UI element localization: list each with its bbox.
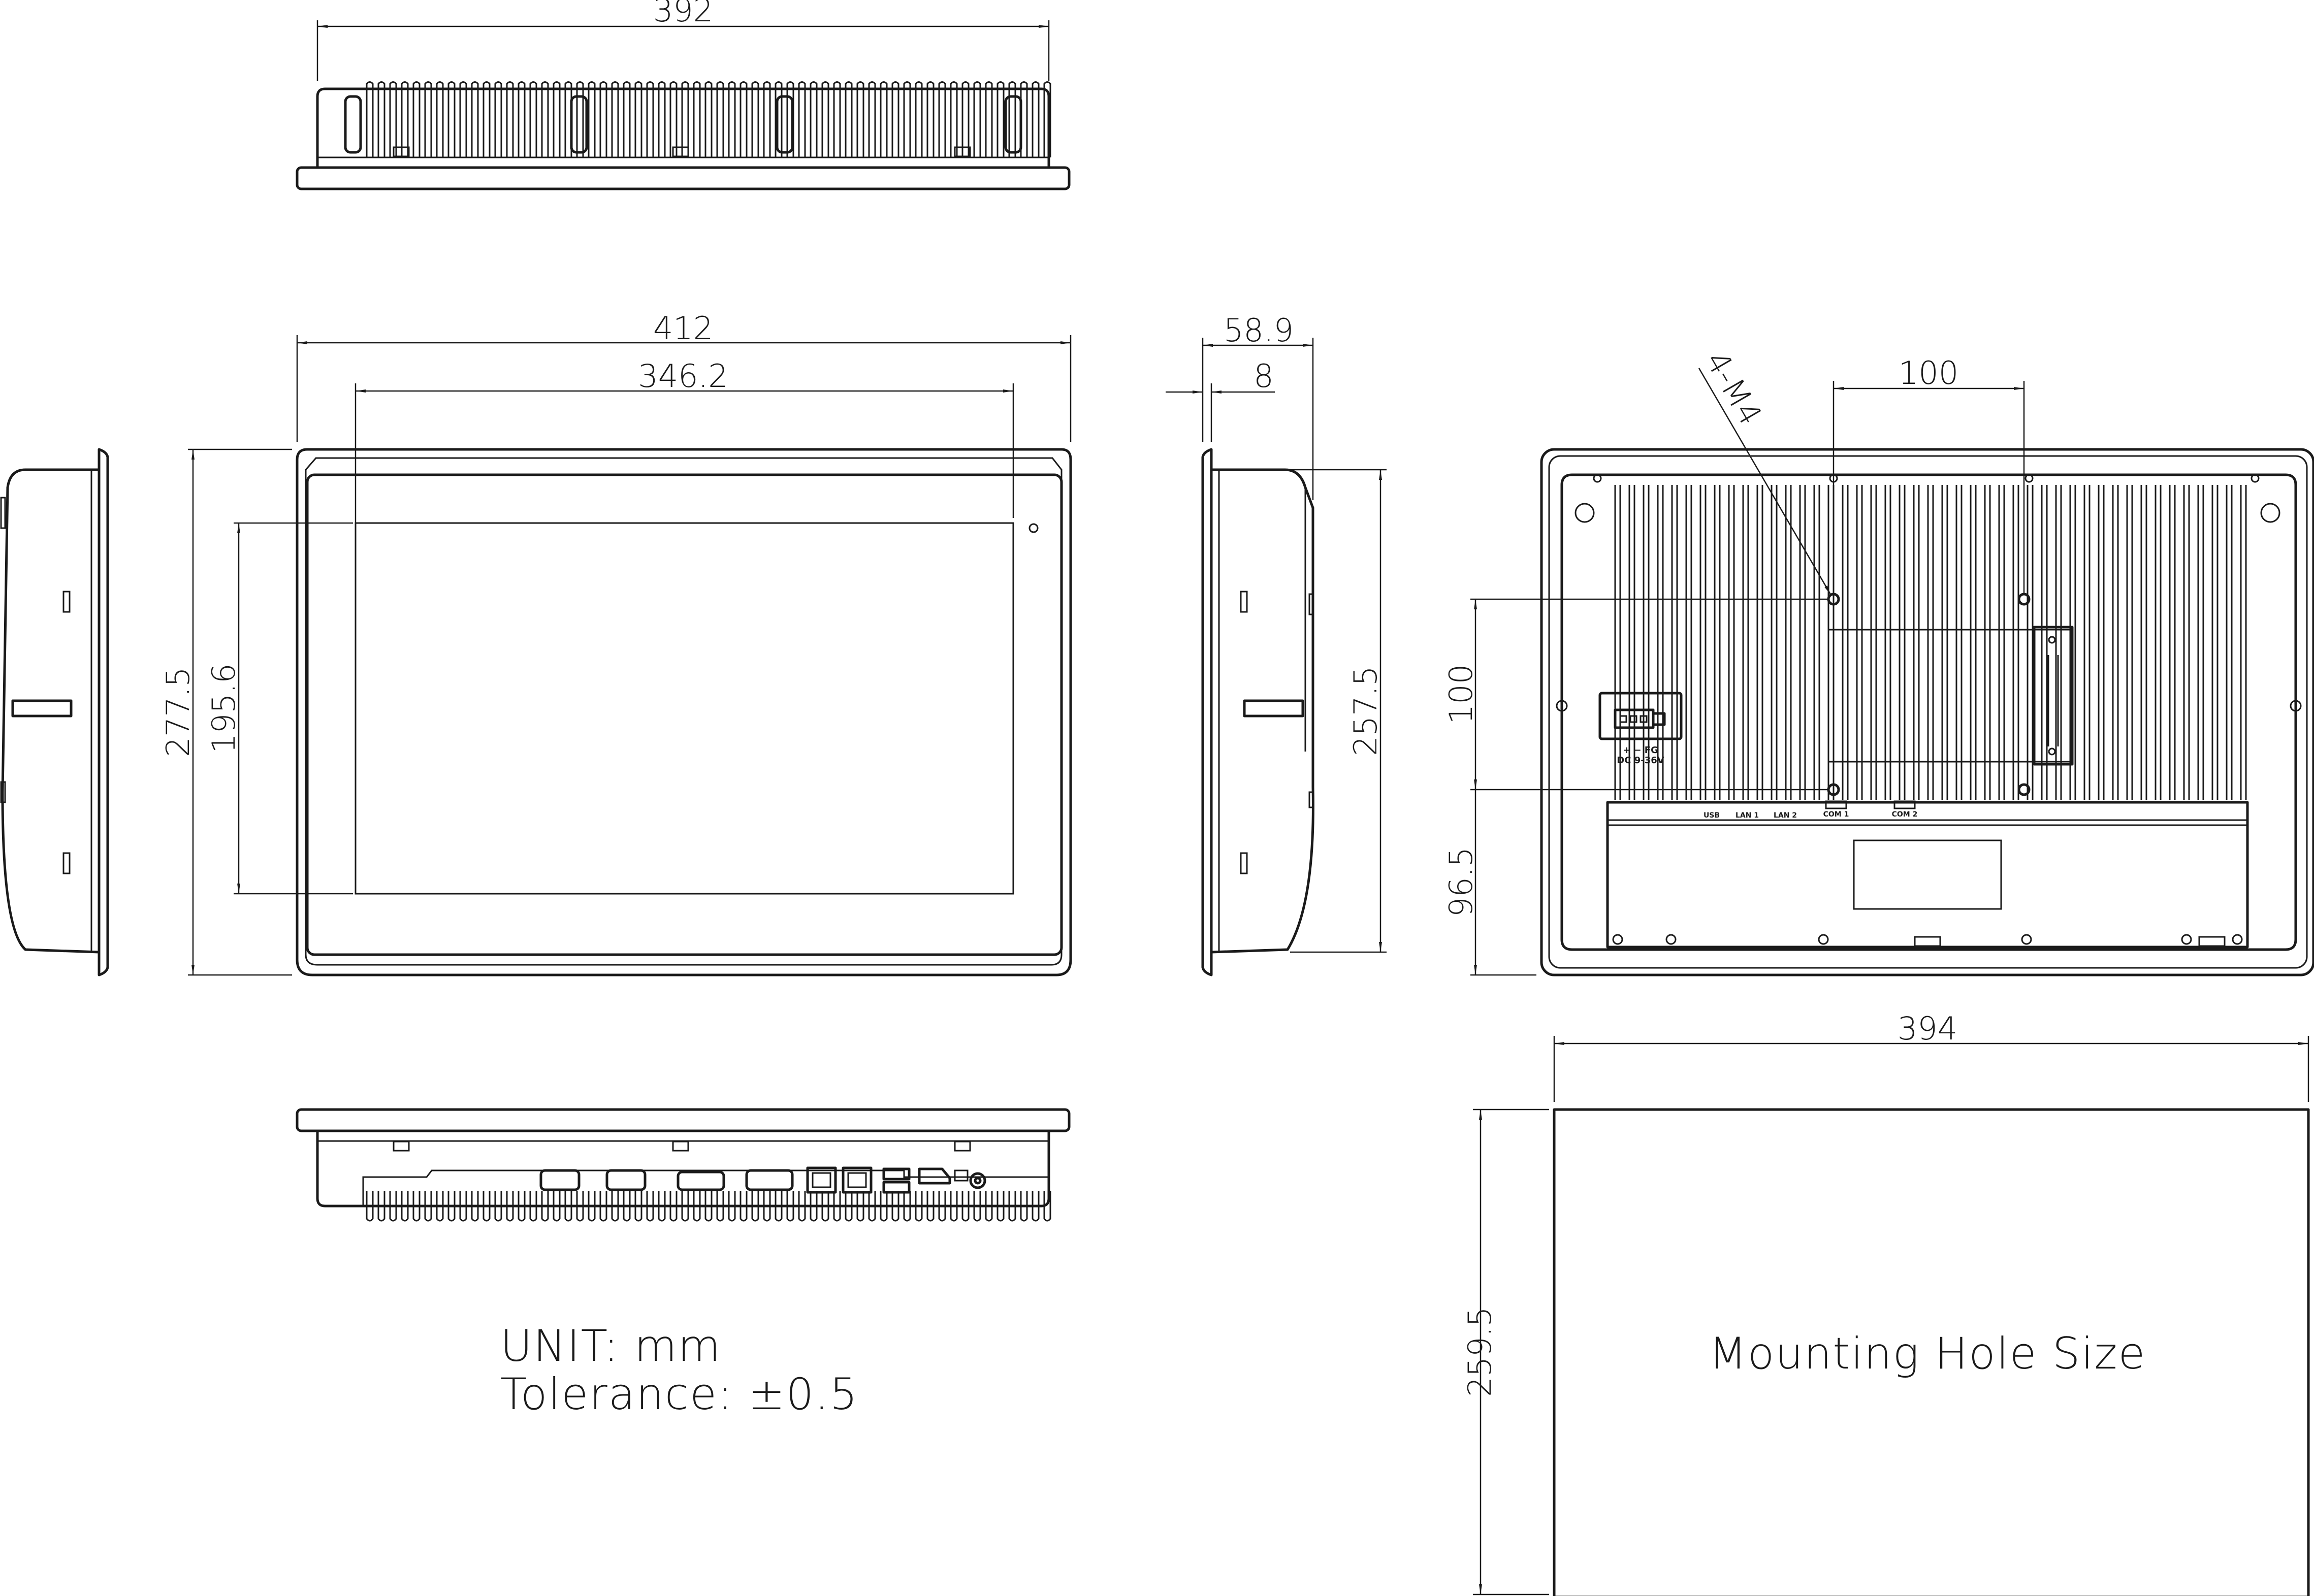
dim-front-height: 277.5	[159, 667, 197, 757]
dim-vesa-bottom: 96.5	[1442, 847, 1480, 917]
heatsink-fins-bottom	[366, 1191, 1051, 1222]
cutout-label: Mounting Hole Size	[1709, 1328, 2146, 1379]
top-view: 392	[296, 0, 1071, 190]
dim-vesa-vertical: 100	[1442, 664, 1480, 724]
usb-ports	[882, 1167, 911, 1194]
dim-screen-height: 195.6	[205, 663, 242, 754]
dim-cutout-width: 394	[1898, 1010, 1957, 1047]
front-view: 412 346.2 277.5 195.6	[159, 310, 1072, 976]
port-lan1-label: LAN 1	[1736, 811, 1759, 820]
dim-cutout-height: 259.5	[1461, 1307, 1498, 1397]
tolerance-note: Tolerance: ±0.5	[500, 1369, 858, 1420]
dim-screen-width: 346.2	[638, 357, 728, 395]
power-polarity-label: + − FG	[1623, 745, 1658, 756]
port-com1-label: COM 1	[1823, 810, 1849, 819]
heatsink-fins-rear	[1614, 485, 2247, 800]
port-usb-label: USB	[1704, 811, 1720, 820]
dim-depth: 58.9	[1224, 312, 1294, 349]
screw-spec-label: 4-M4	[1698, 345, 1770, 432]
rear-view: + − FG DC 9-36V USB LAN 1 LAN 2 COM 1 CO…	[1442, 345, 2314, 976]
power-voltage-label: DC 9-36V	[1617, 755, 1664, 766]
dim-side-height: 257.5	[1347, 666, 1384, 756]
port-lan2-label: LAN 2	[1774, 811, 1797, 820]
right-side-view: 58.9 8 257.5	[1166, 312, 1387, 976]
port-com2-label: COM 2	[1892, 810, 1918, 819]
drawing-notes: UNIT: mm Tolerance: ±0.5	[500, 1321, 858, 1420]
bottom-view	[296, 1108, 1071, 1222]
mounting-cutout: Mounting Hole Size 394 259.5	[1461, 1010, 2310, 1596]
display-screen	[355, 522, 1014, 895]
dim-bezel-depth: 8	[1254, 357, 1273, 395]
dim-vesa-horizontal: 100	[1899, 354, 1958, 392]
unit-note: UNIT: mm	[500, 1321, 722, 1372]
dim-top-width: 392	[653, 0, 713, 29]
heatsink-fins-top	[366, 81, 1051, 157]
dim-front-width: 412	[653, 310, 713, 347]
com-ports	[539, 1169, 794, 1191]
lan-ports	[806, 1166, 873, 1194]
left-side-view	[0, 448, 109, 976]
